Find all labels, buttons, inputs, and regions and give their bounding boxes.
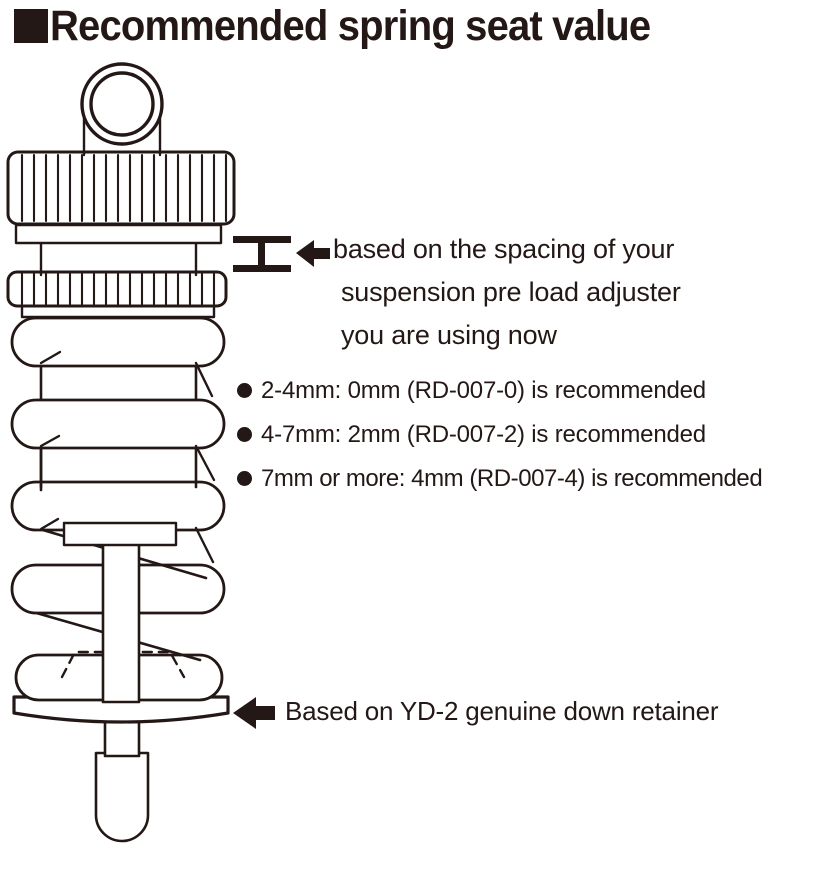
knurled-preload-adjuster-upper bbox=[6, 150, 236, 226]
bullet-dot-icon bbox=[237, 427, 252, 442]
list-item-label: 2-4mm: 0mm (RD-007-0) is recommended bbox=[261, 377, 706, 404]
knurled-preload-adjuster-lower bbox=[6, 270, 228, 308]
hidden-retainer-outline bbox=[60, 650, 186, 679]
spring-retainer-plate bbox=[12, 695, 230, 724]
square-bullet-icon bbox=[14, 9, 48, 43]
callout-line-1: based on the spacing of your bbox=[333, 234, 675, 264]
bottom-note-text: Based on YD-2 genuine down retainer bbox=[285, 696, 719, 726]
page-title-text: Recommended spring seat value bbox=[50, 2, 651, 50]
upper-eyelet bbox=[80, 62, 164, 146]
list-item: 2-4mm: 0mm (RD-007-0) is recommended bbox=[237, 374, 817, 418]
shock-body bbox=[94, 751, 150, 843]
shock-shaft-middle bbox=[101, 538, 141, 704]
upper-adjuster-collar bbox=[14, 223, 223, 245]
bullet-dot-icon bbox=[237, 471, 252, 486]
preload-adjuster-gap bbox=[39, 238, 198, 277]
callout-line-2: suspension pre load adjuster bbox=[341, 277, 681, 307]
recommendation-list: 2-4mm: 0mm (RD-007-0) is recommended 4-7… bbox=[237, 374, 817, 506]
shock-shaft-lower bbox=[103, 720, 141, 758]
page-title: Recommended spring seat value bbox=[14, 2, 695, 50]
list-item: 7mm or more: 4mm (RD-007-4) is recommend… bbox=[237, 462, 817, 506]
callout-line-3: you are using now bbox=[341, 320, 557, 350]
coil-spring-turn-1 bbox=[10, 316, 226, 368]
list-item-label: 7mm or more: 4mm (RD-007-4) is recommend… bbox=[261, 465, 763, 492]
list-item: 4-7mm: 2mm (RD-007-2) is recommended bbox=[237, 418, 817, 462]
i-beam-dimension-marker bbox=[233, 236, 291, 272]
callout-left-arrow-icon bbox=[296, 240, 330, 267]
coil-spring-turn-2 bbox=[10, 398, 226, 450]
shock-shaft-upper bbox=[62, 521, 178, 547]
callout-text-block: based on the spacing of your suspension … bbox=[333, 228, 803, 357]
bottom-note-left-arrow-icon bbox=[233, 697, 275, 729]
bullet-dot-icon bbox=[237, 383, 252, 398]
spring-wire-shoulders bbox=[39, 350, 216, 564]
list-item-label: 4-7mm: 2mm (RD-007-2) is recommended bbox=[261, 421, 706, 448]
